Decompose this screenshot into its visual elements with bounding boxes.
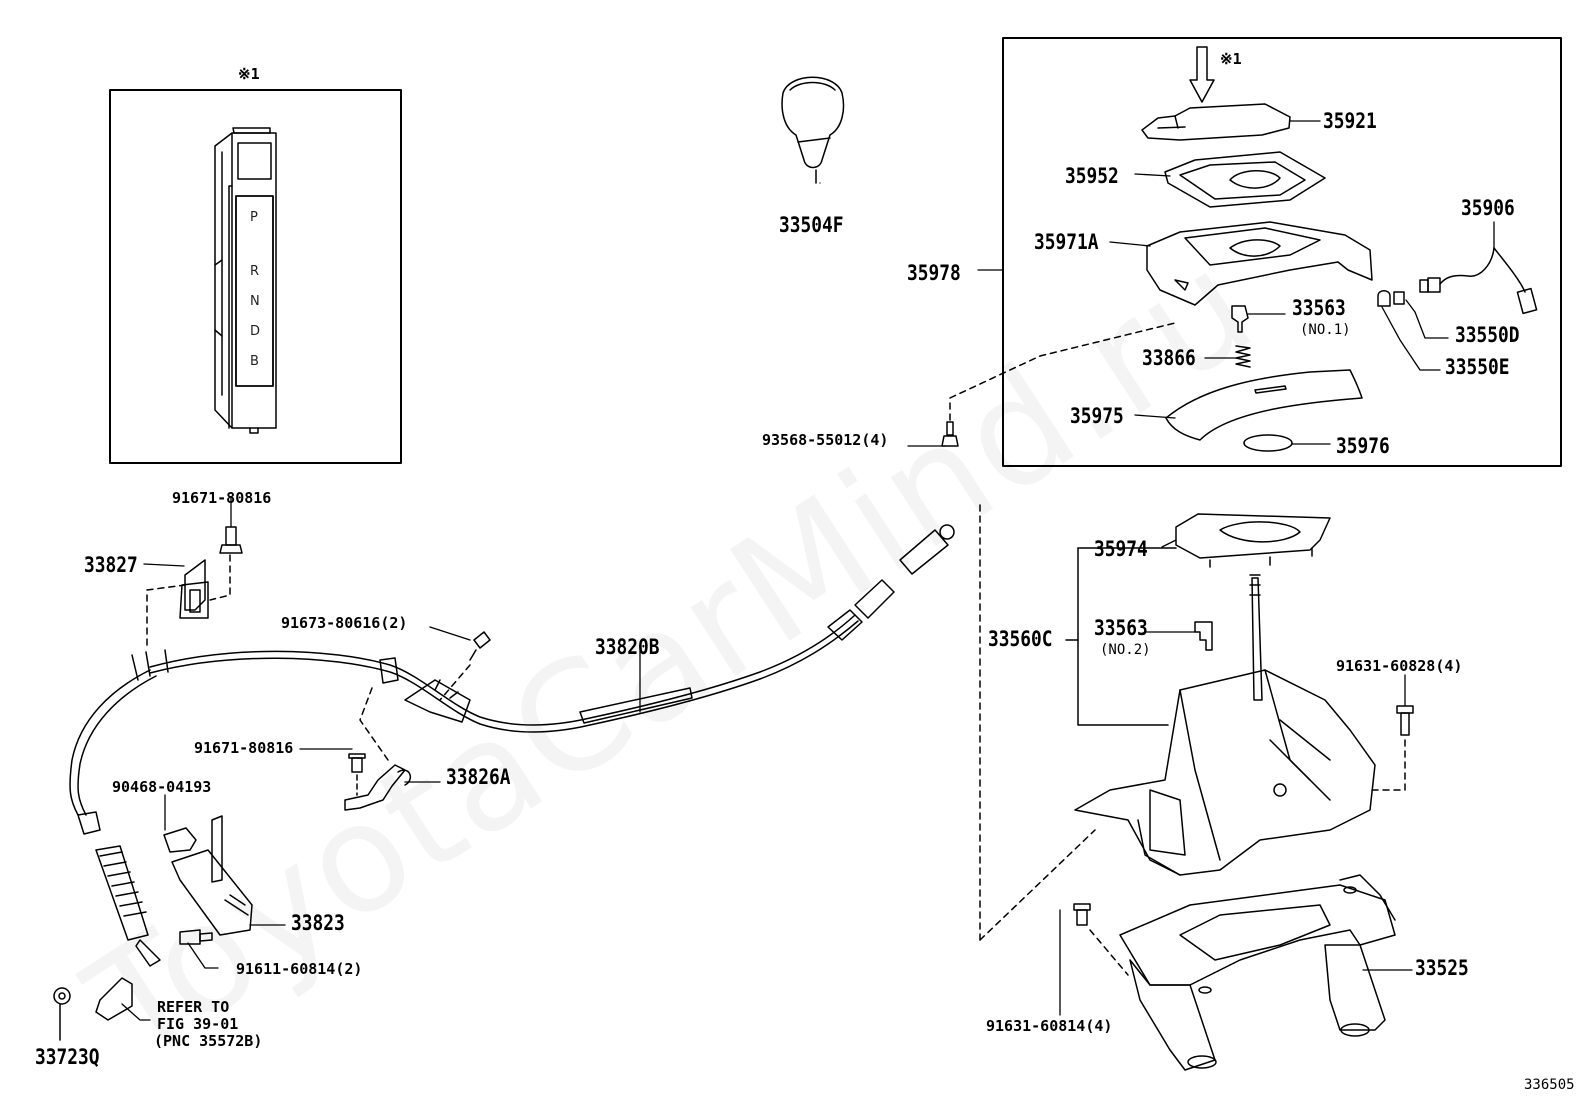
refer-line-2: FIG 39-01	[157, 1015, 239, 1033]
part-label-91631-60814: 91631-60814(4)	[986, 1017, 1113, 1035]
figure-number: 336505	[1524, 1077, 1575, 1093]
leader-lines	[121, 120, 1495, 1021]
bolt-93568	[941, 421, 959, 447]
part-label-35906: 35906	[1461, 196, 1515, 220]
gear-letter-d: D	[250, 324, 261, 339]
part-label-33560c: 33560C	[988, 627, 1053, 651]
part-label-91631-60828: 91631-60828(4)	[1336, 657, 1463, 675]
inset-marker: ※1	[238, 65, 260, 83]
inset-box	[109, 89, 402, 464]
part-label-33723q: 33723Q	[35, 1045, 100, 1069]
part-label-33504f: 33504F	[779, 213, 844, 237]
part-label-91671-top: 91671-80816	[172, 489, 272, 507]
refer-line-1: REFER TO	[157, 998, 230, 1016]
part-label-33550e: 33550E	[1445, 355, 1510, 379]
part-note-no2: (NO.2)	[1100, 642, 1151, 658]
part-label-33866: 33866	[1142, 346, 1196, 370]
gear-letter-p: P	[250, 210, 258, 225]
part-label-35971a: 35971A	[1034, 230, 1099, 254]
part-label-35974: 35974	[1094, 537, 1148, 561]
part-label-33563-no2: 33563	[1094, 616, 1148, 640]
gear-letter-n: N	[250, 294, 260, 309]
part-label-91671-mid: 91671-80816	[194, 739, 294, 757]
part-label-33826a: 33826A	[446, 765, 511, 789]
part-note-no1: (NO.1)	[1300, 322, 1351, 338]
clip-33826A	[344, 753, 412, 811]
part-label-90468: 90468-04193	[112, 778, 212, 796]
shift-knob	[781, 76, 845, 184]
support-33525	[1119, 874, 1396, 1071]
bracket-33823	[171, 815, 253, 936]
part-label-35921: 35921	[1323, 109, 1377, 133]
arrow-marker: ※1	[1220, 50, 1242, 68]
gear-letter-b: B	[250, 354, 259, 369]
part-label-91673: 91673-80616(2)	[281, 614, 408, 632]
part-label-33820b: 33820B	[595, 635, 660, 659]
part-label-35978: 35978	[907, 261, 961, 285]
part-label-35976: 35976	[1336, 434, 1390, 458]
part-label-35975: 35975	[1070, 404, 1124, 428]
part-label-91611: 91611-60814(2)	[236, 960, 363, 978]
part-label-33563-no1: 33563	[1292, 296, 1346, 320]
upper-right-box	[1002, 37, 1562, 467]
down-arrow	[1189, 46, 1215, 103]
part-label-33525: 33525	[1415, 956, 1469, 980]
gear-letter-r: R	[250, 264, 260, 279]
part-label-33823: 33823	[291, 911, 345, 935]
shift-cable	[69, 524, 955, 967]
shift-lever-assy	[1074, 513, 1376, 876]
part-label-93568: 93568-55012(4)	[762, 431, 889, 449]
bracket-33827	[179, 559, 209, 619]
part-label-33550d: 33550D	[1455, 323, 1520, 347]
part-label-33827: 33827	[84, 553, 138, 577]
part-label-35952: 35952	[1065, 164, 1119, 188]
refer-line-3: (PNC 35572B)	[154, 1032, 263, 1050]
